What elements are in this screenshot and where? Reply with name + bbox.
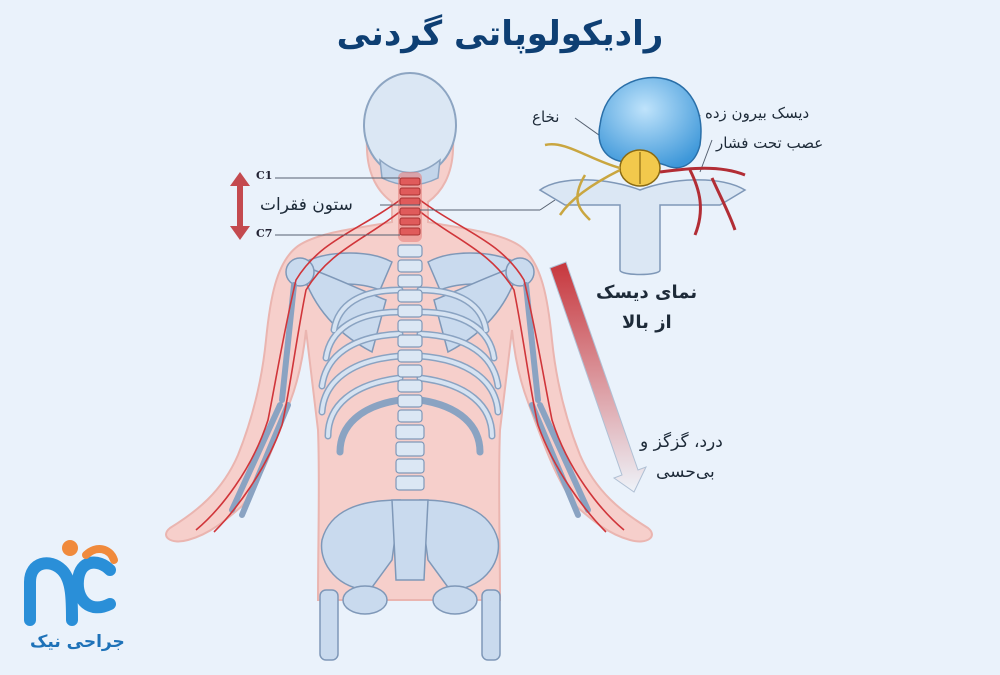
gradient-arrow-icon (549, 261, 647, 493)
vertebral-column-label: ستون فقرات (260, 195, 353, 215)
arm-nerves (195, 199, 625, 533)
c1-label: C1 (256, 169, 273, 182)
disc-view-label-1: نمای دیسک (596, 282, 698, 303)
disc-top-view (538, 76, 747, 276)
arm-bones (229, 282, 591, 518)
logo-text: جراحی نیک (30, 632, 125, 652)
logo-mark-icon (24, 540, 118, 626)
double-arrow-icon (230, 172, 250, 240)
herniated-disc-label: دیسک بیرون زده (705, 104, 810, 122)
cervical-spine (398, 172, 422, 242)
ribcage-inner (320, 288, 500, 438)
c7-label: C7 (256, 227, 273, 240)
page-title: رادیکولوپاتی گردنی (336, 14, 664, 54)
pelvis (319, 499, 501, 661)
symptoms-label-2: بی‌حسی (656, 462, 715, 482)
compressed-nerve-label: عصب تحت فشار (716, 134, 824, 152)
spinal-cord-label: نخاع (532, 108, 560, 126)
disc-view-label-2: از بالا (622, 312, 672, 333)
spine (395, 244, 425, 491)
symptoms-label-1: درد، گزگز و (640, 432, 723, 452)
